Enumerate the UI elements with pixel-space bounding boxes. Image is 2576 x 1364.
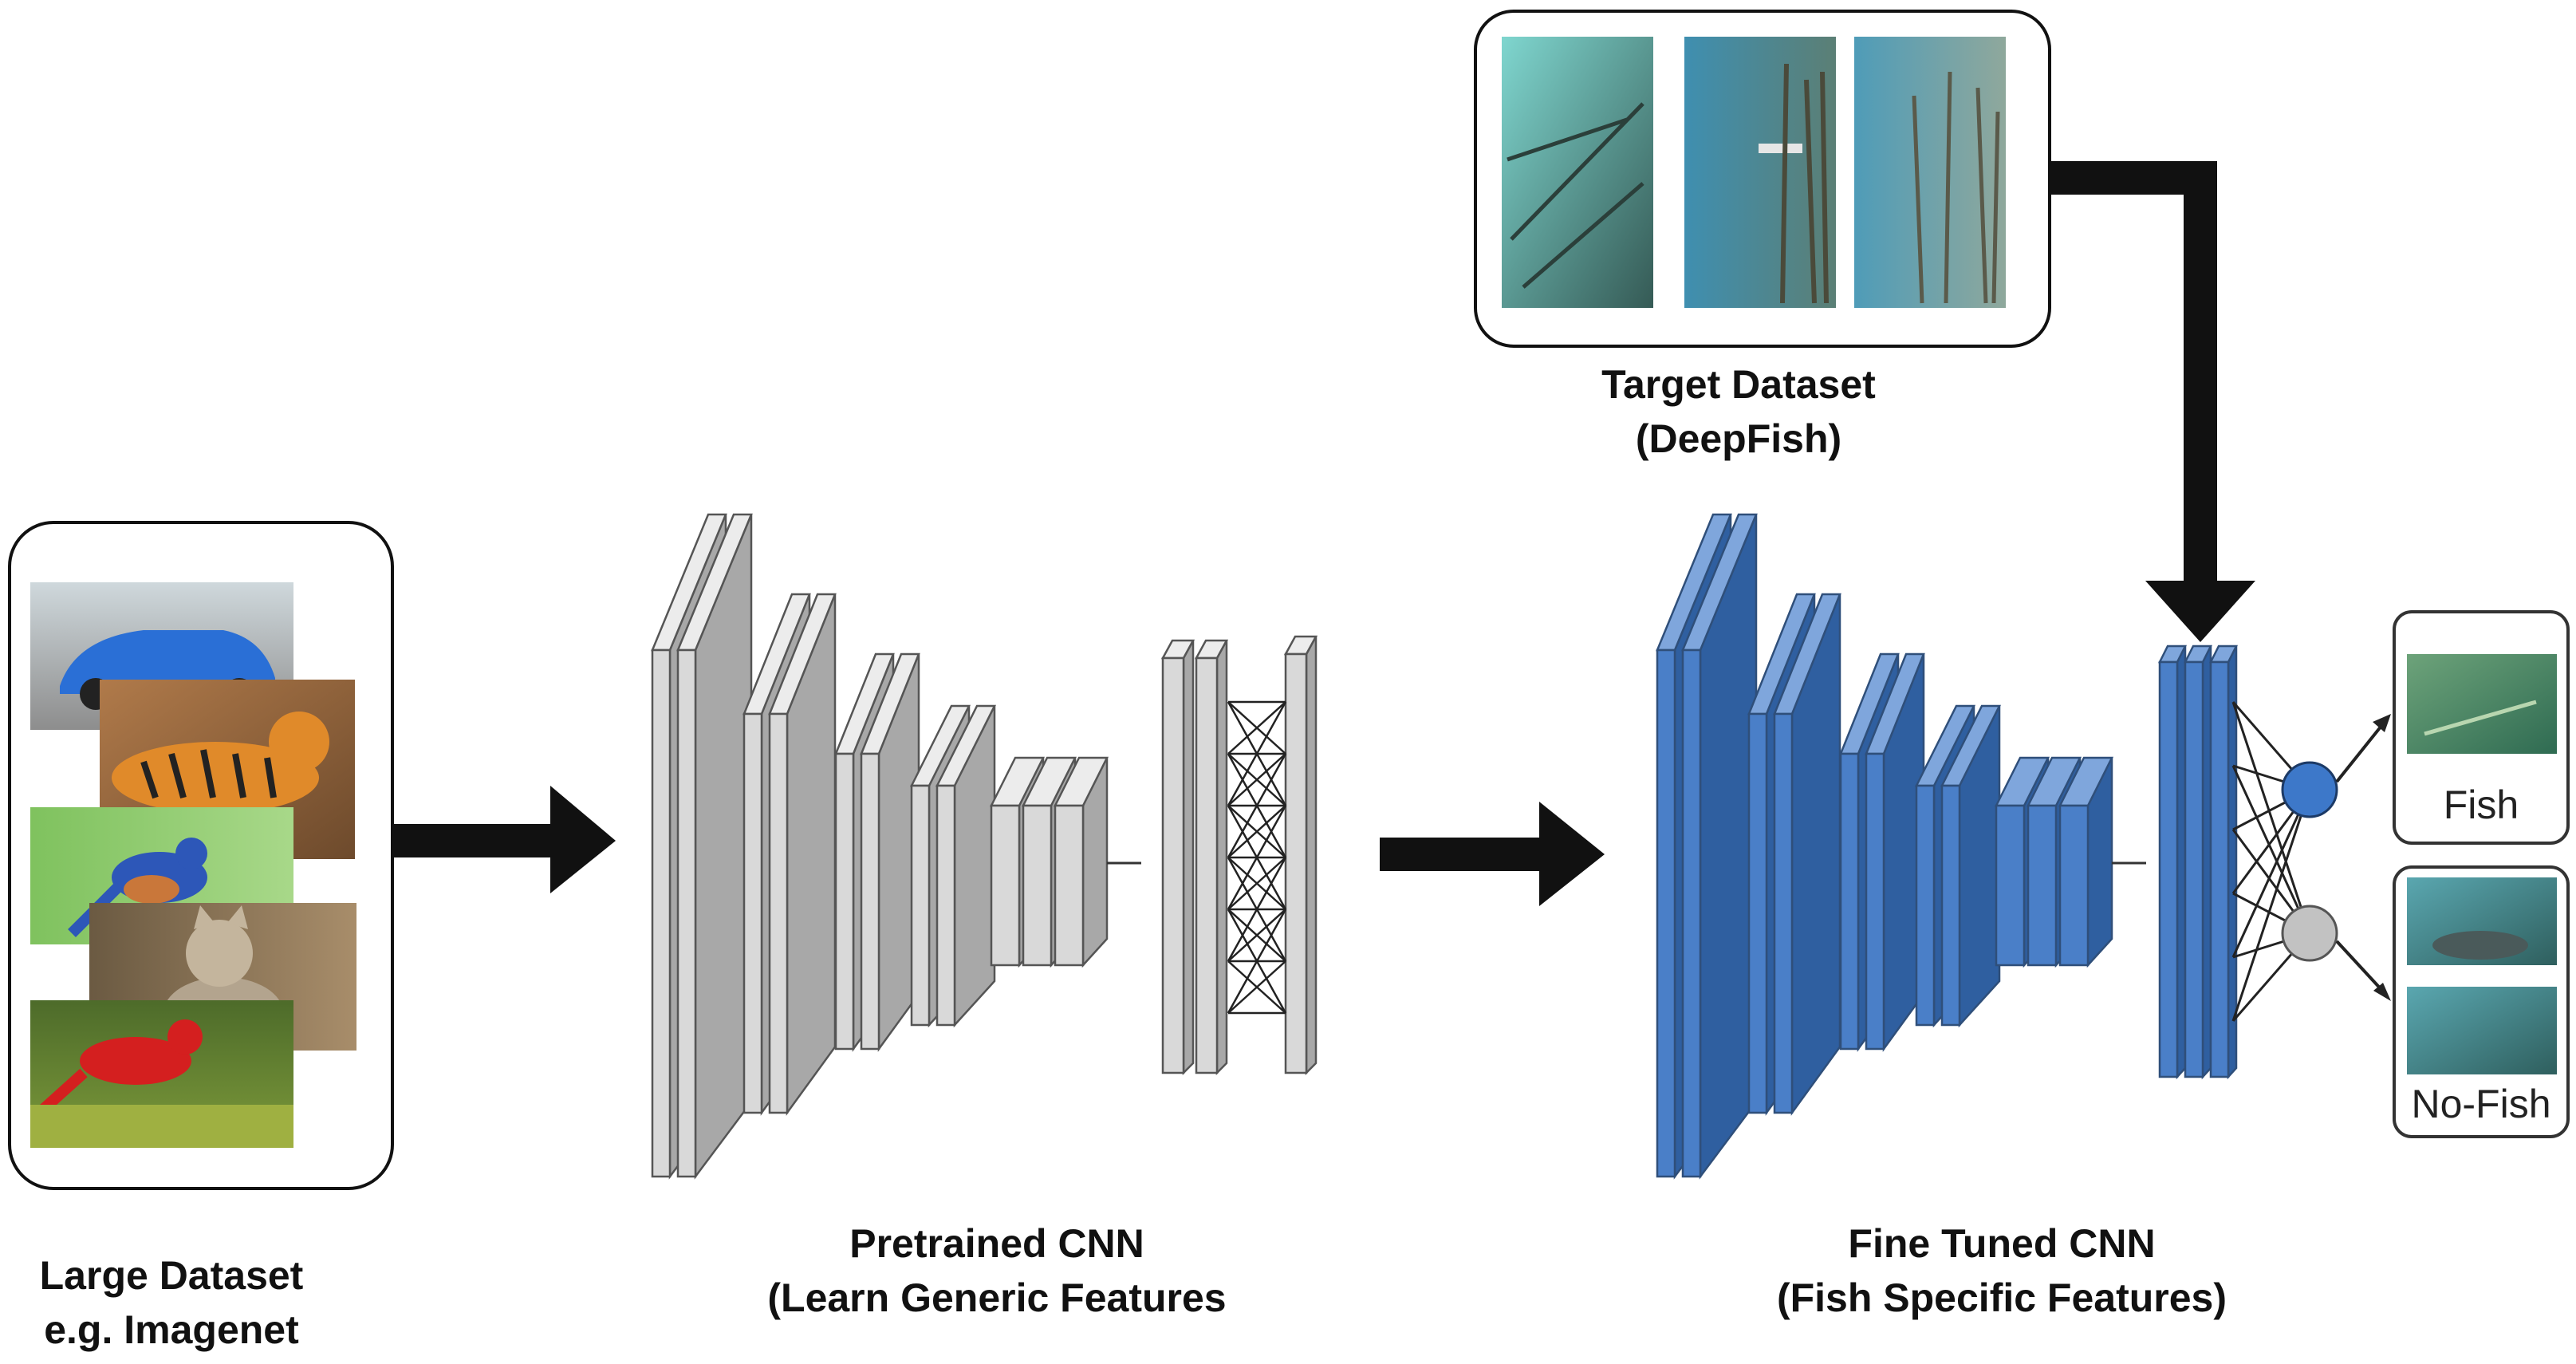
underwater-image-1 <box>1502 37 1653 308</box>
pretrained-cnn-title: Pretrained CNN <box>849 1221 1144 1266</box>
red-bird-image <box>30 1000 293 1148</box>
target-dataset-panel <box>1474 10 2051 348</box>
arrow-pretrained-to-finetuned <box>1380 802 1605 906</box>
no-fish-example-image-2 <box>2407 987 2557 1074</box>
large-dataset-label: Large Dataset e.g. Imagenet <box>0 1248 343 1357</box>
arrow-large-to-pretrained <box>392 786 616 893</box>
pretrained-cnn-fc-layer-3 <box>1283 635 1318 1076</box>
fine-tuned-cnn-title: Fine Tuned CNN <box>1848 1221 2156 1266</box>
fine-tuned-cnn-conv-layer-6 <box>1865 652 1925 1052</box>
no-fish-output-node <box>2281 905 2338 962</box>
fine-tuned-cnn-conv-layer-11 <box>2058 756 2114 968</box>
fine-tuned-cnn-conv-layer-2 <box>1681 513 1758 1180</box>
target-dataset-subtitle: (DeepFish) <box>1635 416 1842 461</box>
fine-tuned-cnn-fc-layer-1 <box>2157 645 2188 1080</box>
fish-output-box <box>2393 610 2570 845</box>
pretrained-cnn-conv-layer-6 <box>860 652 920 1052</box>
underwater-image-3 <box>1854 37 2006 308</box>
large-dataset-title: Large Dataset <box>39 1253 304 1298</box>
pretrained-cnn-dense-connections <box>1227 700 1287 1015</box>
pretrained-cnn-conv-layer-11 <box>1053 756 1109 968</box>
output-classifier <box>2231 701 2391 1022</box>
large-dataset-subtitle: e.g. Imagenet <box>44 1307 299 1352</box>
pretrained-cnn-conv-layer-4 <box>768 593 837 1116</box>
pretrained-cnn-label: Pretrained CNN (Learn Generic Features <box>638 1216 1356 1325</box>
fine-tuned-cnn <box>1656 513 2239 1180</box>
pretrained-cnn-fc-layer-1 <box>1160 639 1195 1076</box>
fine-tuned-cnn-fc-layer-2 <box>2183 645 2213 1080</box>
fine-tuned-cnn-fc-layer-3 <box>2208 645 2239 1080</box>
fine-tuned-cnn-subtitle: (Fish Specific Features) <box>1776 1275 2227 1320</box>
fine-tuned-cnn-conv-layer-4 <box>1773 593 1841 1116</box>
pretrained-cnn <box>651 513 1318 1180</box>
fish-output-node <box>2281 761 2338 818</box>
no-fish-output-box <box>2393 865 2570 1138</box>
pretrained-cnn-fc-layer-2 <box>1194 639 1229 1076</box>
fine-tuned-cnn-label: Fine Tuned CNN (Fish Specific Features) <box>1635 1216 2369 1325</box>
pretrained-cnn-conv-layer-8 <box>935 704 997 1028</box>
arrow-target-to-finetuned <box>2050 161 2255 642</box>
pretrained-cnn-conv-layer-2 <box>676 513 753 1180</box>
pretrained-cnn-subtitle: (Learn Generic Features <box>767 1275 1227 1320</box>
target-dataset-title: Target Dataset <box>1601 362 1876 407</box>
underwater-image-2 <box>1684 37 1836 308</box>
large-dataset-panel <box>8 521 394 1190</box>
no-fish-output-label: No-Fish <box>2411 1082 2551 1126</box>
fish-output-label: Fish <box>2443 783 2519 827</box>
target-dataset-label: Target Dataset (DeepFish) <box>1459 357 2018 466</box>
fine-tuned-cnn-conv-layer-8 <box>1940 704 2002 1028</box>
